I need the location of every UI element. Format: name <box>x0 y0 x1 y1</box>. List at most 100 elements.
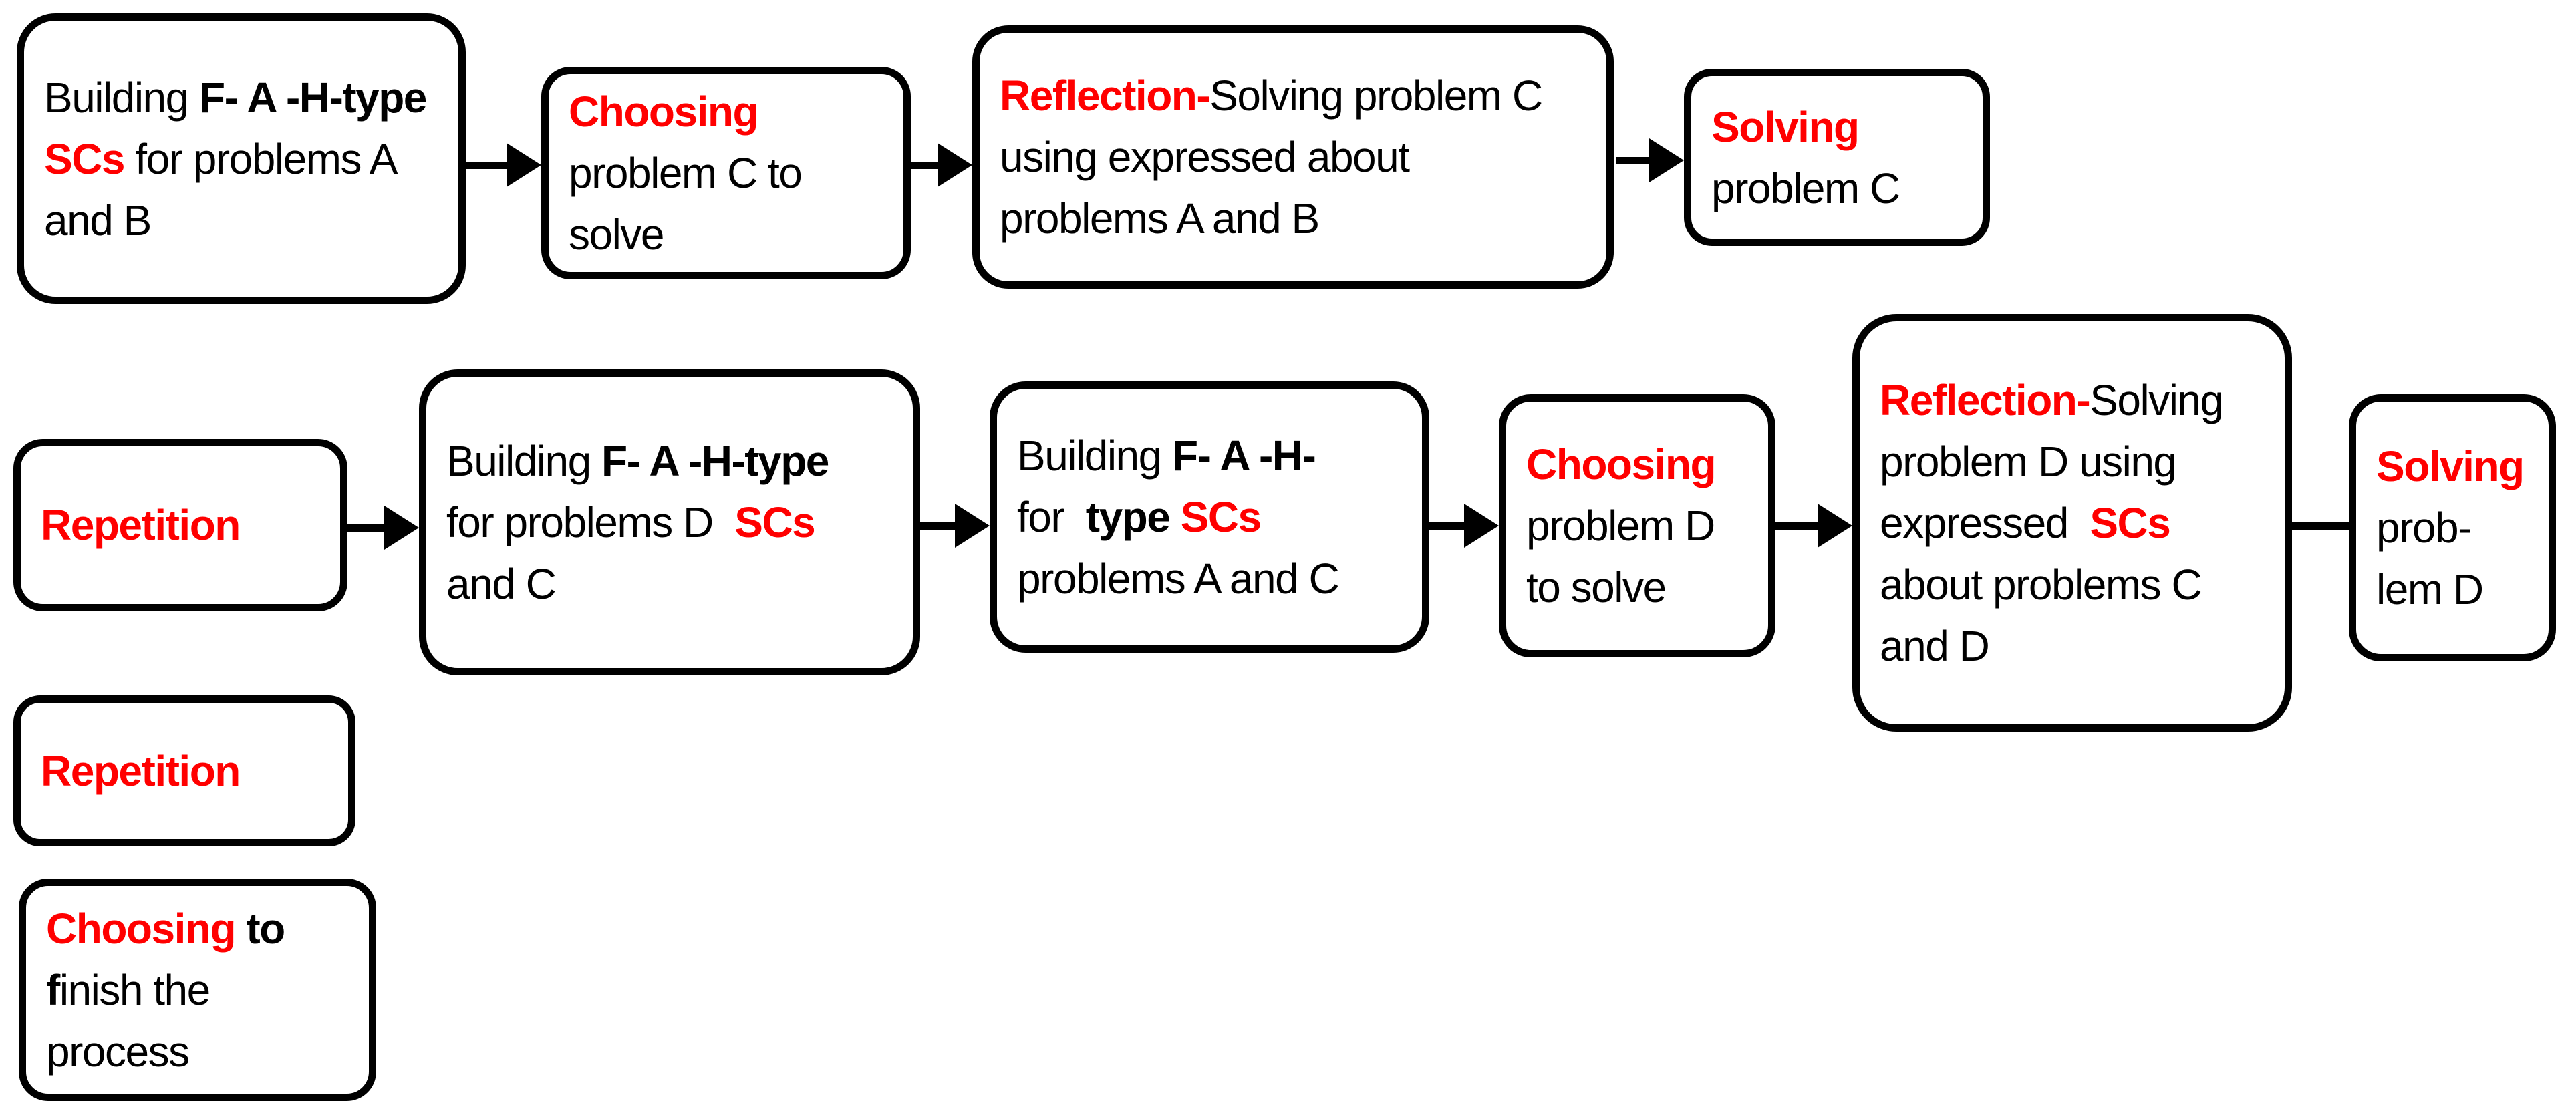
box-text-segment: problem C <box>1711 164 1900 212</box>
box-text-line: Solving <box>2376 436 2529 497</box>
box-text-line: Choosing <box>1526 434 1748 495</box>
box-text-line: Reflection-Solving problem C <box>1000 65 1586 126</box>
box-text-line: problem D using <box>1880 431 2265 492</box>
box-text-segment: SCs <box>2079 498 2171 547</box>
box-text-line: Choosing to <box>46 898 349 959</box>
arrowhead-icon <box>938 143 972 187</box>
box-text-line: problems A and C <box>1017 548 1402 609</box>
box-text-line: problem C <box>1711 158 1963 219</box>
box-text-segment: Solving <box>2090 375 2224 424</box>
box-text-segment: for problems A <box>124 134 398 183</box>
arrow-building-dc-to-building-ac <box>920 522 960 530</box>
box-text-segment: Solving <box>2376 442 2525 490</box>
arrowhead-icon <box>1464 504 1499 548</box>
box-text-segment: process <box>46 1027 190 1076</box>
box-text-segment: F- A -H- <box>1172 432 1316 480</box>
box-text-line: Building F- A -H-type <box>446 430 893 492</box>
box-text-segment: and D <box>1880 621 1990 670</box>
arrow-building-ac-to-choosing-d <box>1429 522 1469 530</box>
box-text-segment: Reflection- <box>1880 375 2091 424</box>
box-text-segment: lem D <box>2376 565 2484 613</box>
box-text-line: and C <box>446 553 893 615</box>
box-text-line: Repetition <box>41 740 328 802</box>
arrowhead-icon <box>1818 504 1852 548</box>
box-text-line: solve <box>569 204 883 265</box>
box-text-line: process <box>46 1021 349 1082</box>
box-text-line: problem C to <box>569 142 883 204</box>
box-text-segment: F- A -H-type <box>199 73 427 122</box>
flowchart-box-repetition-2: Repetition <box>13 695 355 846</box>
box-text-segment: to solve <box>1526 563 1667 611</box>
box-text-segment: problem D using <box>1880 437 2177 486</box>
box-text-segment: type <box>1075 493 1181 541</box>
arrow-building-ab-to-choosing-c <box>466 162 512 169</box>
box-text-segment: problem C to <box>569 149 803 197</box>
flowchart-box-reflection-problem-d: Reflection-Solving problem D using express… <box>1852 314 2292 732</box>
box-text-line: expressed SCs <box>1880 492 2265 554</box>
box-text-line: for type SCs <box>1017 486 1402 548</box>
box-text-segment: and C <box>446 560 557 608</box>
arrow-repetition-to-building-dc <box>347 524 390 532</box>
box-text-line: problem D <box>1526 495 1748 557</box>
box-text-line: lem D <box>2376 559 2529 620</box>
flowchart-box-reflection-problem-c: Reflection-Solving problem C using expres… <box>972 25 1614 289</box>
box-text-line: Repetition <box>41 494 320 556</box>
box-text-segment: Reflection- <box>1000 71 1211 120</box>
arrowhead-icon <box>955 504 990 548</box>
box-text-segment: solve <box>569 210 664 259</box>
box-text-line: and B <box>44 190 438 251</box>
box-text-segment: problems A and C <box>1017 555 1340 603</box>
arrow-choosing-c-to-reflection-c <box>911 162 943 169</box>
flowchart-box-solving-problem-d: Solving prob-lem D <box>2349 394 2556 661</box>
box-text-line: problems A and B <box>1000 188 1586 249</box>
box-text-segment: to <box>235 904 285 953</box>
box-text-segment: Solving <box>1711 102 1860 151</box>
arrowhead-icon <box>384 506 419 550</box>
box-text-segment: Solving problem C <box>1209 71 1543 120</box>
box-text-segment: Repetition <box>41 501 241 549</box>
box-text-line: using expressed about <box>1000 126 1586 188</box>
box-text-line: about problems C <box>1880 554 2265 615</box>
flowchart-box-building-sc-dc: Building F- A -H-type for problems D SCs a… <box>419 369 920 675</box>
box-text-segment: Repetition <box>41 747 241 795</box>
box-text-line: finish the <box>46 959 349 1021</box>
box-text-line: SCs for problems A <box>44 128 438 190</box>
line-reflection-d-to-solving-d <box>2292 522 2349 530</box>
box-text-line: Choosing <box>569 81 883 142</box>
box-text-line: and D <box>1880 615 2265 677</box>
box-text-segment: expressed <box>1880 498 2080 547</box>
box-text-segment: F- A -H-type <box>601 437 829 485</box>
box-text-line: prob- <box>2376 497 2529 559</box>
box-text-segment: about problems C <box>1880 560 2202 609</box>
arrowhead-icon <box>1649 138 1684 182</box>
box-text-segment: for <box>1017 493 1075 541</box>
flowchart-box-building-sc-ac: Building F- A -H-for type SCs problems A … <box>990 381 1429 653</box>
box-text-segment: Choosing <box>1526 440 1717 488</box>
flowchart-box-choosing-problem-d: Choosing problem D to solve <box>1499 394 1775 657</box>
box-text-line: Reflection-Solving <box>1880 369 2265 431</box>
arrow-reflection-c-to-solving-c <box>1616 157 1655 164</box>
box-text-segment: SCs <box>1180 493 1262 541</box>
flowchart-box-repetition-1: Repetition <box>13 439 347 611</box>
box-text-segment: Building <box>446 437 601 485</box>
box-text-segment: Building <box>1017 432 1172 480</box>
box-text-line: Building F- A -H-type <box>44 67 438 128</box>
box-text-segment: problem D <box>1526 502 1715 550</box>
box-text-line: Building F- A -H- <box>1017 425 1402 486</box>
box-text-segment: SCs <box>723 498 816 546</box>
box-text-segment: Building <box>44 73 199 122</box>
box-text-line: to solve <box>1526 557 1748 618</box>
arrowhead-icon <box>507 143 541 187</box>
box-text-segment: problems A and B <box>1000 194 1320 243</box>
flowchart-box-choosing-problem-c: Choosing problem C to solve <box>541 67 911 279</box>
flowchart-box-solving-problem-c: Solving problem C <box>1684 69 1990 246</box>
box-text-segment: using expressed about <box>1000 133 1410 181</box>
box-text-segment: Choosing <box>46 904 237 953</box>
box-text-segment: f <box>46 965 60 1014</box>
box-text-segment: SCs <box>44 134 126 183</box>
box-text-segment: prob- <box>2376 504 2472 552</box>
box-text-segment: for problems D <box>446 498 724 546</box>
